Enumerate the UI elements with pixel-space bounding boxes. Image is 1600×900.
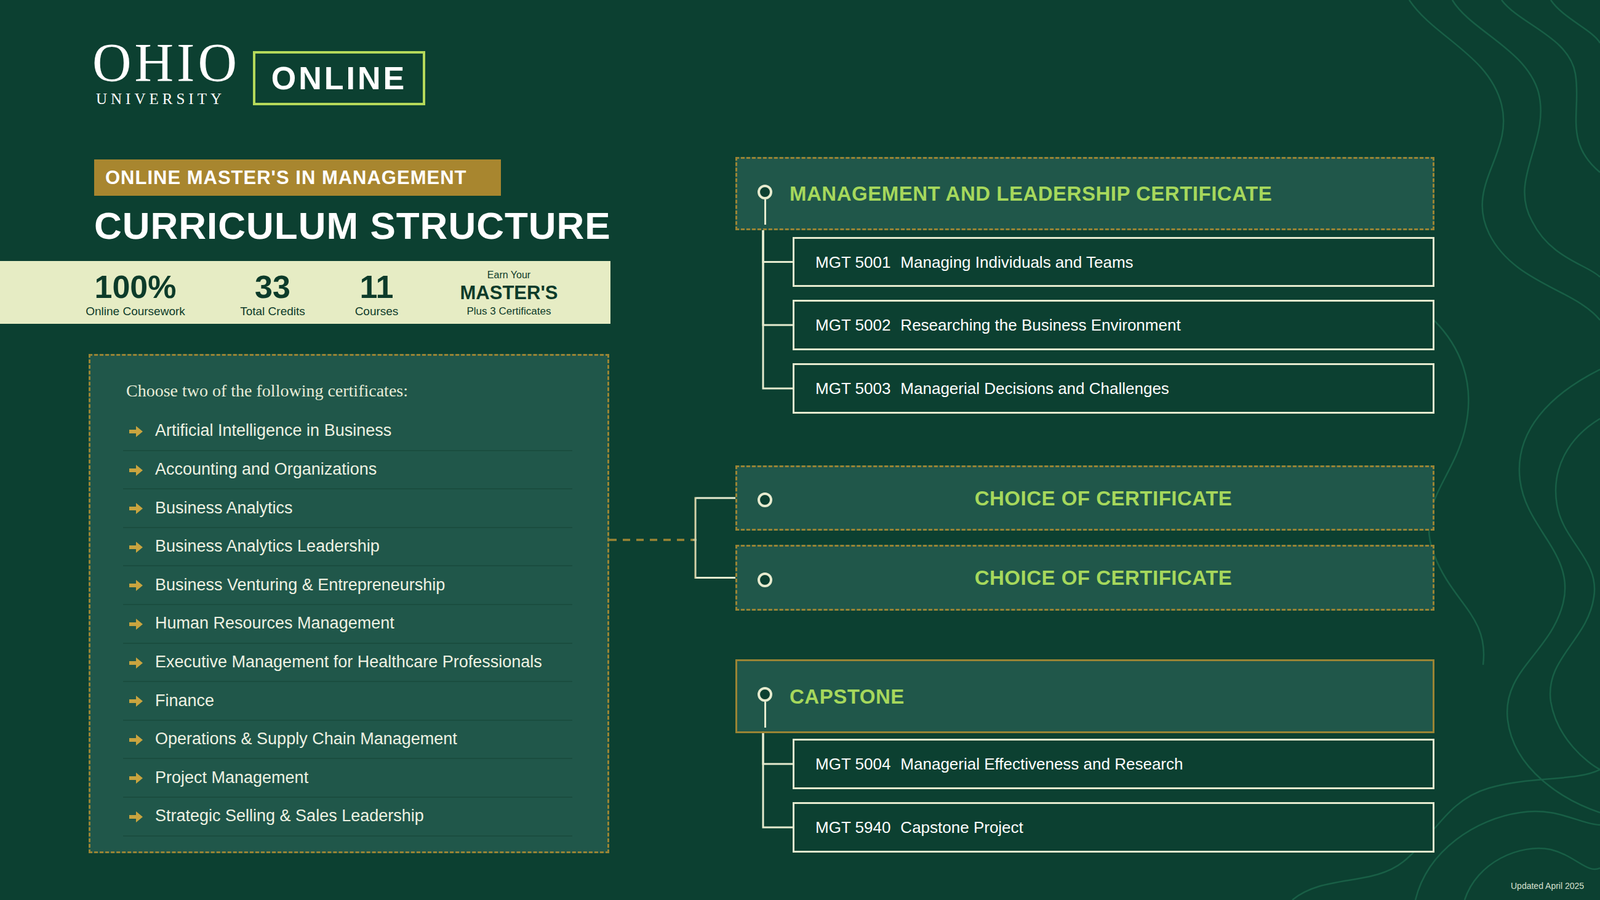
certificate-item: Accounting and Organizations: [123, 451, 573, 490]
connector-line: [609, 497, 736, 540]
connector-stub: [764, 199, 767, 226]
connector-line: [763, 230, 793, 325]
certificate-item: Finance: [123, 681, 573, 721]
connector-line: [609, 539, 736, 578]
connector-line: [763, 230, 793, 263]
connector-stub: [764, 701, 767, 728]
course-code: MGT 5940: [815, 819, 891, 836]
course-code: MGT 5002: [815, 316, 891, 333]
logo-wordmark: OHIO: [92, 35, 240, 90]
bullet-arrow: [128, 540, 144, 554]
course-box: MGT 5003 Managerial Decisions and Challen…: [792, 363, 1435, 414]
stat-figure: 100%: [94, 270, 177, 303]
stat-figure: 33: [254, 270, 291, 303]
logo-word: ONLINE: [271, 62, 407, 95]
course-title: Researching the Business Environment: [900, 316, 1181, 333]
logo-box: ONLINE: [252, 51, 426, 106]
bullet-arrow: [128, 771, 144, 785]
stat-caption: Courses: [355, 305, 399, 317]
certificate-list-panel: Choose two of the following certificates…: [88, 353, 610, 853]
bullet-arrow: [128, 694, 144, 708]
bullet-arrow: [128, 732, 144, 747]
bullet-arrow: [128, 809, 144, 824]
course-title: Managerial Effectiveness and Research: [900, 755, 1183, 772]
node-dot: [755, 490, 775, 509]
course-box: MGT 5940 Capstone Project: [792, 801, 1435, 853]
program-name: ONLINE MASTER'S IN MANAGEMENT: [105, 168, 467, 188]
bullet-arrow: [128, 501, 144, 516]
course-box: MGT 5001 Managing Individuals and Teams: [792, 236, 1435, 287]
stat-caption: Plus 3 Certificates: [467, 305, 552, 317]
section-heading: CAPSTONE: [789, 686, 905, 707]
course-box: MGT 5004 Managerial Effectiveness and Res…: [792, 738, 1435, 789]
bullet-arrow: [128, 617, 144, 631]
bullet-arrow: [128, 463, 144, 477]
logo-subtitle: UNIVERSITY: [96, 91, 226, 107]
program-band: ONLINE MASTER'S IN MANAGEMENT: [94, 159, 501, 196]
course-code: MGT 5004: [815, 755, 891, 772]
node-dot: [755, 684, 775, 704]
certificate-item: Strategic Selling & Sales Leadership: [123, 797, 573, 837]
connector-line: [763, 732, 793, 764]
section-heading: CHOICE OF CERTIFICATE: [974, 567, 1233, 588]
certificate-item: Executive Management for Healthcare Prof…: [123, 643, 573, 683]
course-code: MGT 5001: [815, 254, 891, 271]
certificate-item: Operations & Supply Chain Management: [123, 720, 573, 760]
course-code: MGT 5003: [815, 380, 891, 397]
stat-figure: 11: [360, 270, 394, 303]
list-heading: Choose two of the following certificates…: [126, 381, 408, 401]
section-heading: MANAGEMENT AND LEADERSHIP CERTIFICATE: [789, 183, 1272, 204]
bullet-arrow: [128, 578, 144, 592]
capstone-header: CAPSTONE: [735, 659, 1435, 733]
stat-figure: MASTER'S: [460, 283, 559, 303]
bullet-arrow: [128, 424, 144, 439]
update-note: Updated April 2025: [1510, 881, 1584, 890]
section-heading: CHOICE OF CERTIFICATE: [974, 488, 1233, 509]
certificate-item: Business Analytics: [123, 489, 573, 528]
course-title: Managerial Decisions and Challenges: [900, 380, 1169, 397]
bullet-arrow: [128, 656, 144, 670]
certificate-item: Business Analytics Leadership: [123, 528, 573, 567]
certificate-item: Human Resources Management: [123, 604, 573, 644]
stat-caption: Total Credits: [240, 305, 306, 317]
stat-caption: Earn Your: [487, 270, 531, 280]
connector-line: [763, 732, 793, 828]
certificate-item: Artificial Intelligence in Business: [123, 412, 573, 452]
stat-caption: Online Coursework: [85, 305, 186, 317]
course-title: Managing Individuals and Teams: [900, 254, 1133, 271]
certificate-header: MANAGEMENT AND LEADERSHIP CERTIFICATE: [735, 156, 1435, 231]
certificate-item: Business Venturing & Entrepreneurship: [123, 566, 573, 605]
stats-band: 100% Online Coursework 33Total Credits 11Co…: [0, 260, 611, 324]
page-title: CURRICULUM STRUCTURE: [94, 206, 612, 245]
choice-box: CHOICE OF CERTIFICATE: [735, 544, 1435, 611]
node-dot: [755, 570, 775, 589]
course-box: MGT 5002 Researching the Business Environ…: [792, 299, 1435, 351]
node-dot: [755, 182, 775, 202]
certificate-item: Project Management: [123, 758, 573, 798]
choice-box: CHOICE OF CERTIFICATE: [735, 465, 1435, 531]
course-title: Capstone Project: [900, 819, 1023, 836]
connector-line: [763, 230, 793, 389]
